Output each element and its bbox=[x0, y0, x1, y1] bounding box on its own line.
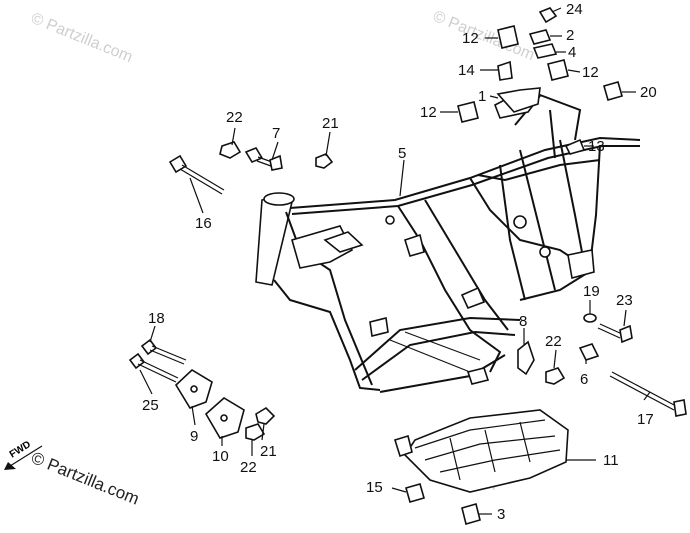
collar-2 bbox=[528, 29, 552, 45]
bolt-14 bbox=[497, 60, 513, 81]
callout-5: 5 bbox=[398, 145, 406, 162]
callout-2: 2 bbox=[566, 27, 574, 44]
callout-11: 11 bbox=[603, 452, 619, 469]
callout-10: 10 bbox=[212, 448, 229, 465]
callout-19: 19 bbox=[583, 283, 600, 300]
watermark-bottom-left: © Partzilla.com bbox=[29, 448, 142, 509]
cushion-4 bbox=[532, 43, 558, 59]
callout-17: 17 bbox=[637, 411, 654, 428]
fwd-label: FWD bbox=[8, 439, 33, 460]
callout-23: 23 bbox=[616, 292, 633, 309]
frame-assembly bbox=[255, 91, 641, 393]
callout-9: 9 bbox=[190, 428, 198, 445]
callout-6: 6 bbox=[580, 371, 588, 388]
bolt-15 bbox=[405, 483, 425, 503]
callout-4: 4 bbox=[568, 44, 576, 61]
nut-21-lower bbox=[255, 406, 276, 425]
callout-16: 16 bbox=[195, 215, 212, 232]
bolt-3 bbox=[461, 503, 481, 525]
callout-22-right: 22 bbox=[545, 333, 562, 350]
watermark-top-right: © Partzilla.com bbox=[431, 8, 537, 64]
skid-plate bbox=[393, 409, 569, 493]
watermark-top-left: © Partzilla.com bbox=[29, 10, 135, 66]
callout-24: 24 bbox=[566, 1, 583, 18]
callout-18: 18 bbox=[148, 310, 165, 327]
bolt-18 bbox=[140, 338, 187, 365]
spacer-6 bbox=[578, 343, 600, 361]
callout-1: 1 bbox=[478, 88, 486, 105]
callout-20: 20 bbox=[640, 84, 657, 101]
callout-22-lower: 22 bbox=[240, 459, 257, 476]
cushion-12-left bbox=[457, 101, 479, 123]
callout-13: 13 bbox=[588, 138, 605, 155]
callout-21-top: 21 bbox=[322, 115, 339, 132]
callout-22-top: 22 bbox=[226, 109, 243, 126]
washer-19 bbox=[583, 313, 597, 323]
bolt-23 bbox=[597, 323, 633, 344]
nut-21-top bbox=[315, 153, 334, 169]
bolt-7 bbox=[244, 147, 283, 171]
callout-15: 15 bbox=[366, 479, 383, 496]
callout-14: 14 bbox=[458, 62, 475, 79]
bolt-16 bbox=[168, 154, 225, 195]
nut-22-right bbox=[545, 367, 566, 385]
callout-25: 25 bbox=[142, 397, 159, 414]
callout-12-left: 12 bbox=[420, 104, 437, 121]
bolt-17 bbox=[609, 371, 687, 417]
cushion-20 bbox=[603, 81, 623, 101]
bolt-25 bbox=[128, 352, 179, 383]
callout-12-top: 12 bbox=[462, 30, 479, 47]
forward-arrow-icon bbox=[4, 445, 43, 470]
nut-22-top bbox=[219, 141, 242, 159]
cushion-12-top bbox=[497, 25, 519, 49]
callout-3: 3 bbox=[497, 506, 505, 523]
nut-22-lower bbox=[245, 423, 266, 441]
bolt-24 bbox=[538, 7, 558, 24]
leader-lines bbox=[139, 7, 651, 515]
callout-12-right: 12 bbox=[582, 64, 599, 81]
callout-21-lower: 21 bbox=[260, 443, 277, 460]
callout-7: 7 bbox=[272, 125, 280, 142]
clip-13 bbox=[564, 138, 586, 155]
callout-numbers: 16 22 7 21 5 12 24 2 4 14 12 1 12 20 13 … bbox=[142, 1, 657, 523]
cushion-12-right bbox=[547, 59, 569, 81]
bracket-8 bbox=[517, 340, 535, 376]
bracket-1 bbox=[496, 87, 541, 113]
callout-8: 8 bbox=[519, 313, 527, 330]
